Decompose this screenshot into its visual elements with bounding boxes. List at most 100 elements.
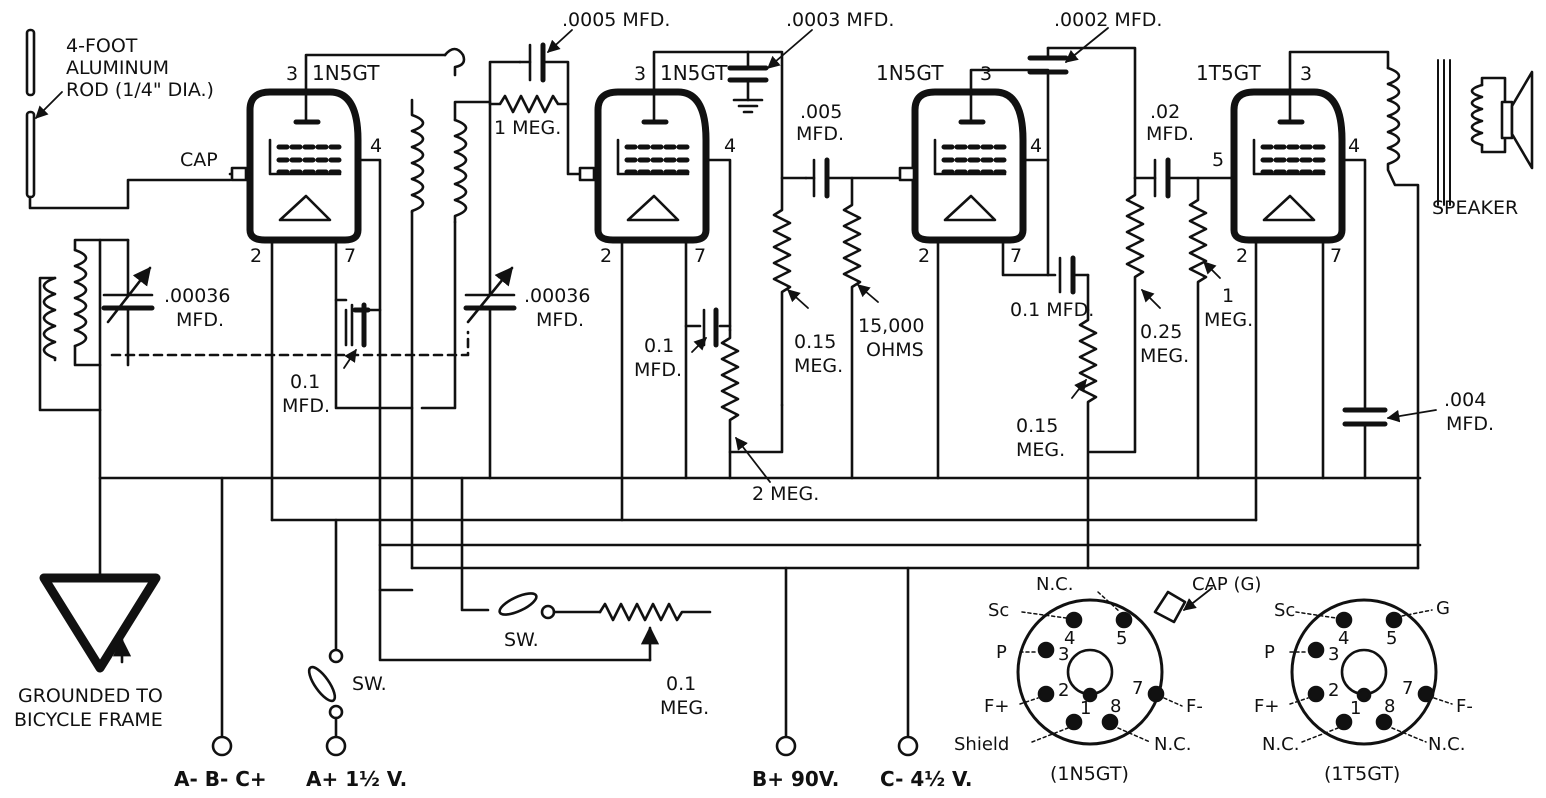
antenna-rod — [25, 28, 232, 210]
switch-1-label: SW. — [504, 629, 539, 651]
switch-1[interactable] — [460, 476, 602, 620]
tube-1-pin-7: 7 — [344, 245, 356, 267]
tube-4-pin-4: 4 — [1348, 135, 1360, 157]
tube-1 — [246, 88, 362, 244]
socket-leaders — [1019, 591, 1453, 743]
label-var1-b: MFD. — [176, 309, 224, 331]
s2-pin-4: 4 — [1338, 628, 1349, 649]
label-c01a-b: MFD. — [282, 395, 330, 417]
antenna-label-3: ROD (1/4" DIA.) — [66, 79, 214, 101]
rf-transformer — [410, 60, 522, 570]
s1-nc-bottom: N.C. — [1154, 734, 1191, 755]
capacitor-01-tube1 — [350, 302, 367, 348]
s2-nc-right: N.C. — [1428, 734, 1465, 755]
s2-nc-left: N.C. — [1262, 734, 1299, 755]
cap-label: CAP — [180, 149, 218, 171]
label-r1m-a: 1 — [1222, 285, 1234, 307]
bus-a-minus — [98, 476, 1422, 740]
s2-pin-5: 5 — [1386, 628, 1397, 649]
tube-2-type: 1N5GT — [660, 61, 728, 85]
tube-3-pin-4: 4 — [1030, 135, 1042, 157]
label-c01a-a: 0.1 — [290, 371, 320, 393]
resistor-015-a — [772, 176, 792, 407]
s2-pin-1: 1 — [1350, 698, 1361, 719]
variable-capacitor-2 — [463, 100, 517, 480]
label-var1-a: .00036 — [164, 285, 230, 307]
tube-3 — [911, 88, 1027, 244]
s2-pin-7: 7 — [1402, 678, 1413, 699]
tube-4-pin-5: 5 — [1212, 149, 1224, 171]
label-r15000-a: 15,000 — [858, 315, 924, 337]
tube-4 — [1230, 88, 1346, 244]
s1-shield: Shield — [954, 734, 1009, 755]
label-c01b-b: MFD. — [634, 359, 682, 381]
s1-p: P — [996, 642, 1007, 663]
s2-g: G — [1436, 598, 1450, 619]
tube-2 — [594, 88, 710, 244]
resistor-015-b — [1078, 308, 1098, 570]
s2-pin-8: 8 — [1384, 696, 1395, 717]
resistor-025 — [1088, 176, 1145, 454]
terminal-a-plus[interactable] — [325, 735, 347, 757]
label-c-0002: .0002 MFD. — [1054, 9, 1162, 31]
s2-fminus: F- — [1456, 696, 1473, 717]
tube-3-wiring — [898, 68, 1090, 480]
label-c-02-a: .02 — [1150, 101, 1180, 123]
label-c004-a: .004 — [1444, 389, 1486, 411]
tube-4-pin-7: 7 — [1330, 245, 1342, 267]
tube-2-pin-3: 3 — [634, 63, 646, 85]
s2-pin-2: 2 — [1328, 680, 1339, 701]
socket-1n5gt — [1016, 590, 1187, 746]
label-r015a-a: 0.15 — [794, 331, 836, 353]
capacitor-02 — [1133, 157, 1236, 199]
resistor-1meg-grid — [1188, 176, 1208, 480]
switch-2[interactable] — [305, 518, 344, 740]
s1-sc: Sc — [988, 600, 1009, 621]
s1-caption: (1N5GT) — [1050, 763, 1129, 785]
tube-3-pin-3: 3 — [980, 63, 992, 85]
label-c-0003: .0003 MFD. — [786, 9, 894, 31]
tube-1-pin-2: 2 — [250, 245, 262, 267]
output-transformer — [1386, 59, 1507, 570]
tube-2-pin-2: 2 — [600, 245, 612, 267]
tube-1-type: 1N5GT — [312, 61, 380, 85]
potentiometer-01[interactable] — [378, 588, 712, 662]
capacitor-0002 — [1027, 46, 1137, 277]
tube-1-pin-3: 3 — [286, 63, 298, 85]
tube-1-wiring — [228, 47, 466, 592]
terminal-a-minus[interactable] — [211, 735, 233, 757]
capacitor-004 — [1342, 407, 1388, 480]
label-var2-a: .00036 — [524, 285, 590, 307]
variable-capacitor-1 — [101, 238, 155, 367]
s1-nc-top: N.C. — [1036, 574, 1073, 595]
resistor-2meg — [720, 328, 784, 480]
terminal-c-minus[interactable] — [897, 735, 919, 757]
label-r025-a: 0.25 — [1140, 321, 1182, 343]
terminal-b-plus[interactable] — [775, 735, 797, 757]
label-r015b-a: 0.15 — [1016, 415, 1058, 437]
antenna-label-1: 4-FOOT — [66, 35, 138, 57]
s1-fplus: F+ — [984, 696, 1009, 717]
tube-4-type: 1T5GT — [1196, 61, 1261, 85]
tube-4-wiring — [1254, 50, 1390, 522]
label-r025-b: MEG. — [1140, 345, 1189, 367]
label-c-02-b: MFD. — [1146, 123, 1194, 145]
s1-cap-g: CAP (G) — [1192, 574, 1261, 595]
s1-pin-1: 1 — [1080, 698, 1091, 719]
tube-2-pin-7: 7 — [694, 245, 706, 267]
socket-1t5gt — [1290, 598, 1438, 746]
s2-sc: Sc — [1274, 600, 1295, 621]
antenna-label-2: ALUMINUM — [66, 57, 169, 79]
tuned-coil-1 — [73, 238, 130, 412]
label-c01b-a: 0.1 — [644, 335, 674, 357]
gang-link — [110, 330, 470, 357]
label-c-0005: .0005 MFD. — [562, 9, 670, 31]
terminal-a-minus-label: A- B- C+ — [174, 767, 267, 791]
s1-pin-3: 3 — [1058, 644, 1069, 665]
speaker-icon — [1500, 70, 1534, 170]
tube-2-wiring — [578, 50, 750, 522]
label-c01c: 0.1 MFD. — [1010, 299, 1094, 321]
label-r1m-b: MEG. — [1204, 309, 1253, 331]
speaker-label: SPEAKER — [1432, 197, 1518, 219]
